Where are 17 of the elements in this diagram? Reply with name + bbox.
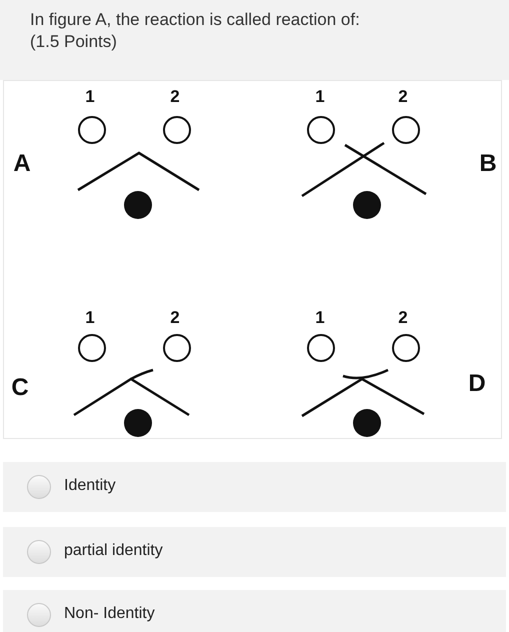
well-number: 1 [85, 87, 95, 107]
well-number: 2 [170, 87, 180, 107]
panel-letter: A [13, 150, 31, 178]
well-number: 1 [315, 308, 325, 328]
panel-letter: C [11, 374, 29, 402]
panel-letter: B [479, 150, 497, 178]
option-text: Non- Identity [64, 605, 155, 623]
question-text: In figure A, the reaction is called reaction of: [30, 10, 360, 30]
option-text: partial identity [64, 542, 163, 560]
option-text: Identity [64, 477, 116, 495]
well-number: 2 [170, 308, 180, 328]
well-number: 1 [315, 87, 325, 107]
panel-letter: D [468, 370, 486, 398]
well-number: 1 [85, 308, 95, 328]
well-number: 2 [398, 87, 408, 107]
points-text: (1.5 Points) [30, 32, 117, 52]
well-number: 2 [398, 308, 408, 328]
